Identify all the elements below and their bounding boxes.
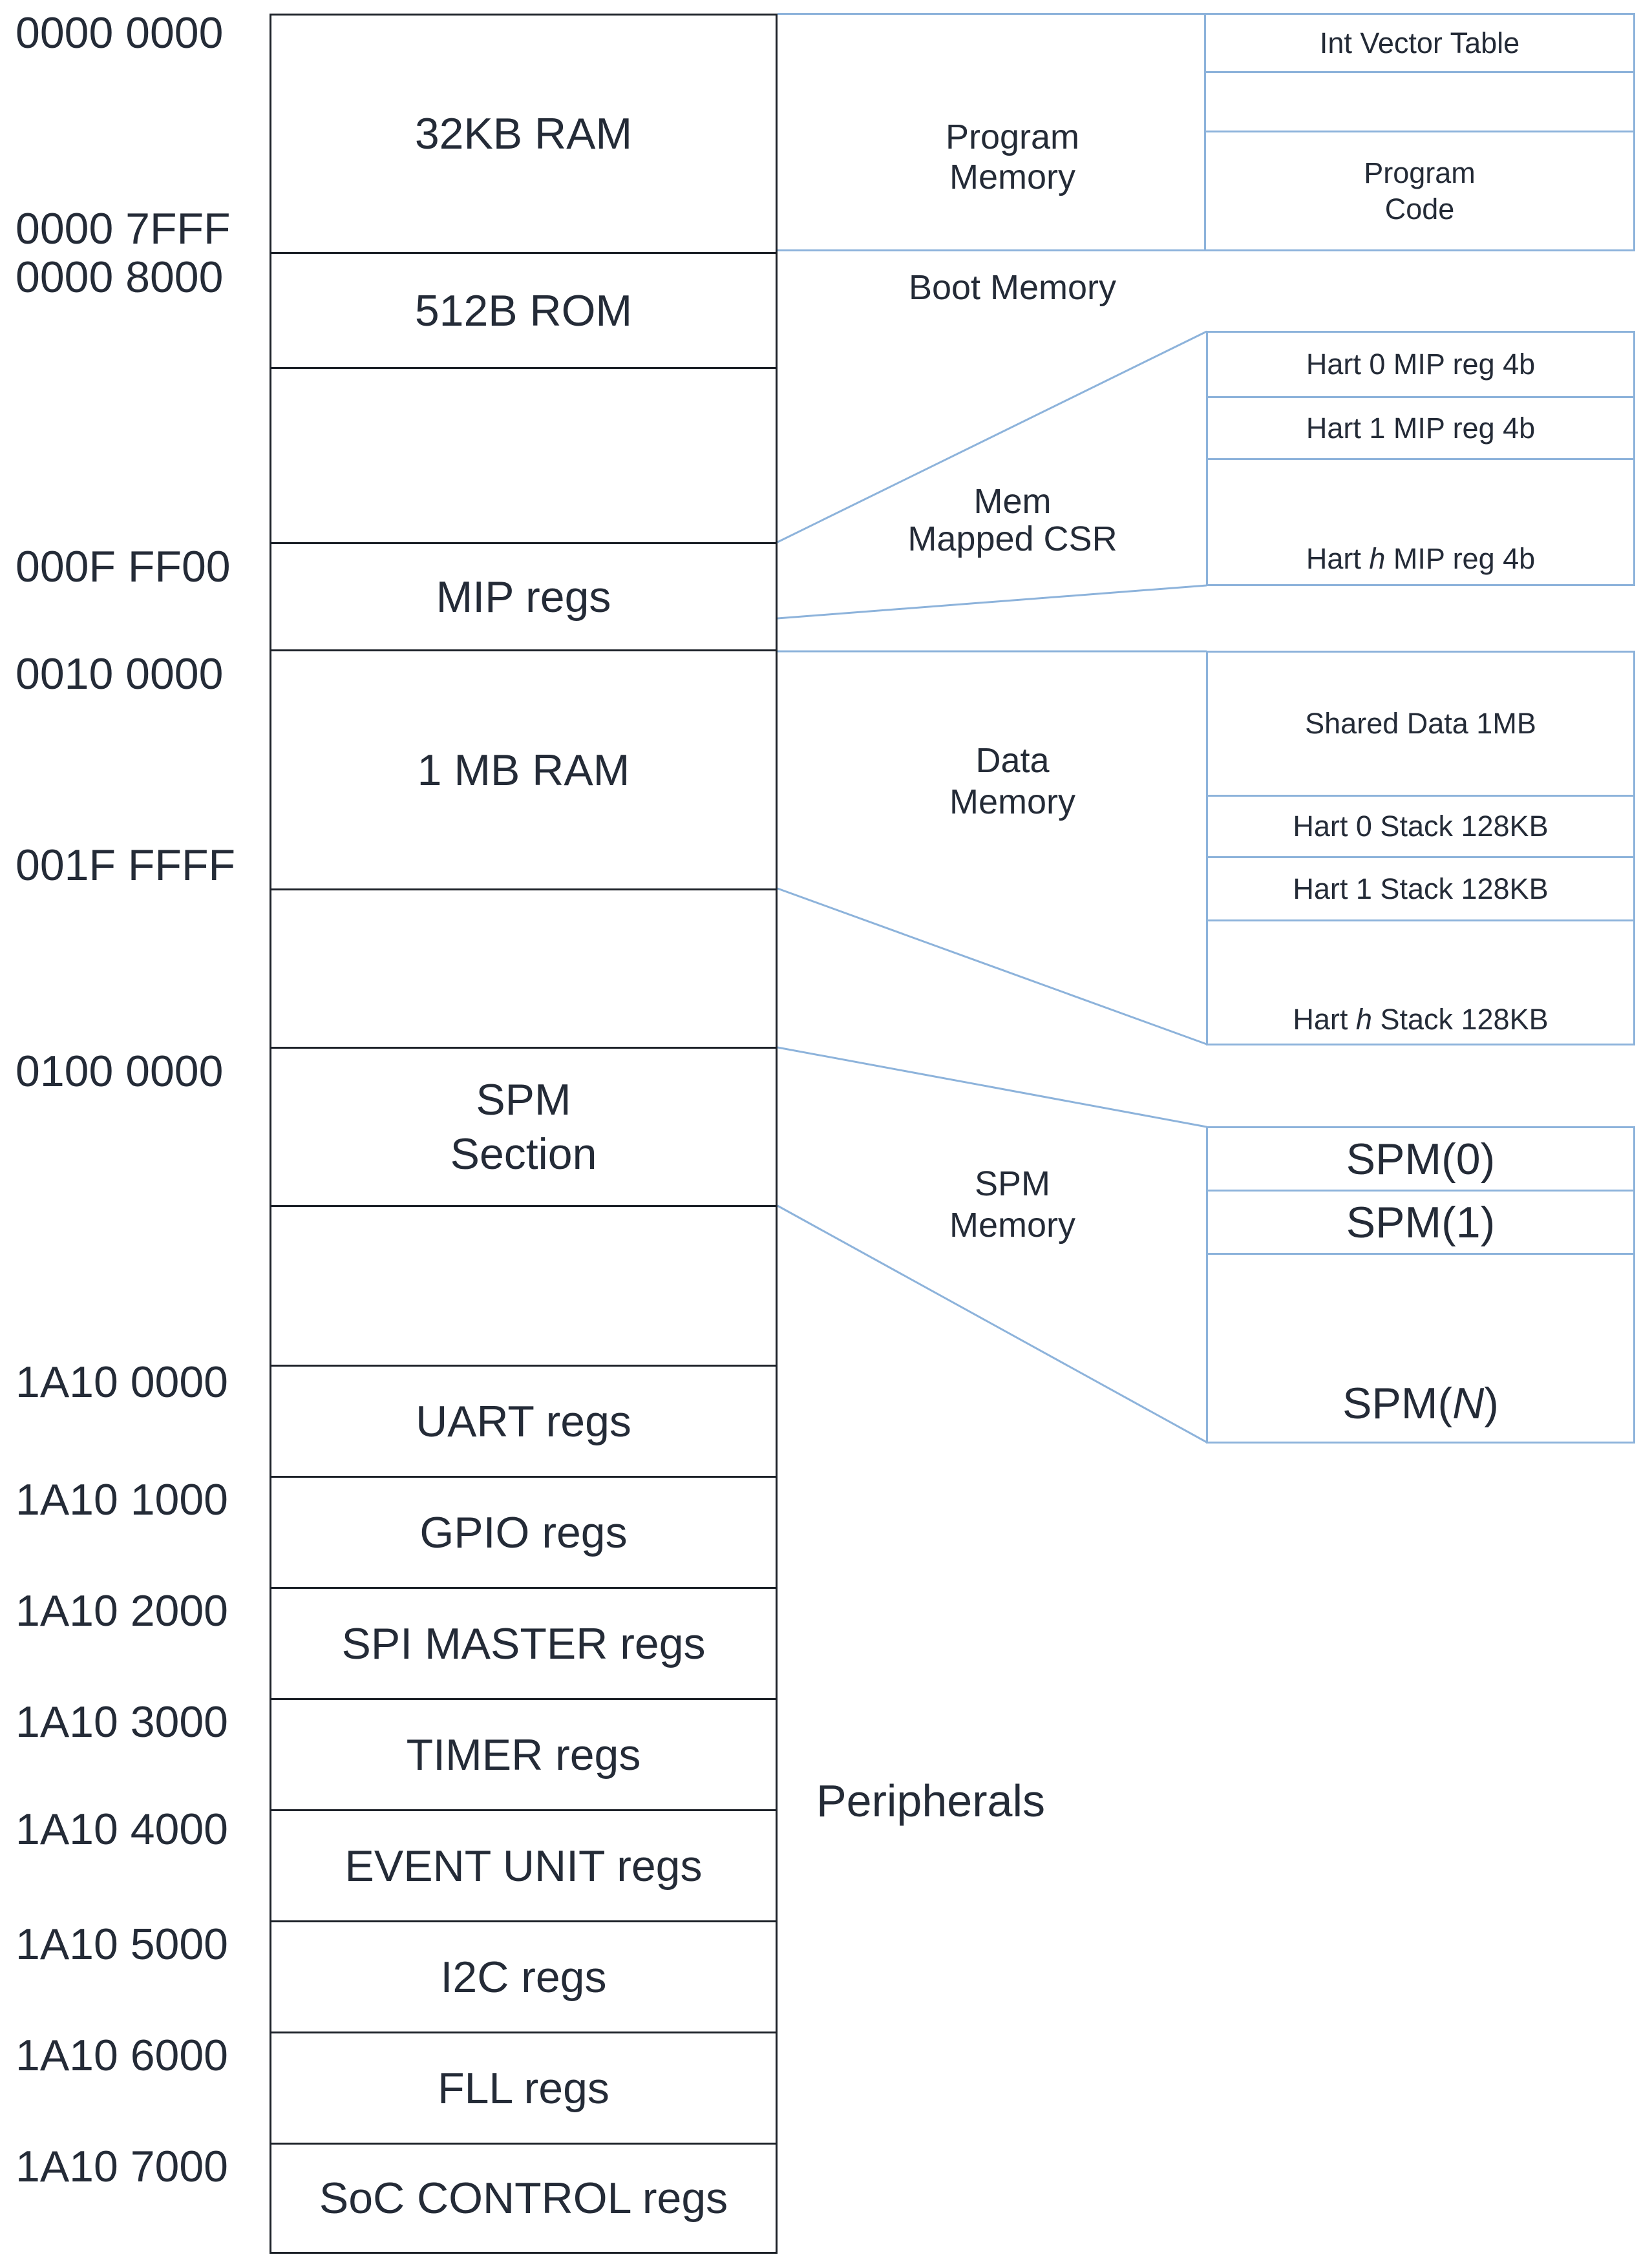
label-program-memory: Program Memory bbox=[945, 118, 1080, 196]
detail-row-spm1: SPM(1) bbox=[1208, 1192, 1633, 1255]
detail-row-hart1-stack: Hart 1 Stack 128KB bbox=[1208, 858, 1633, 921]
address-label: 1A10 1000 bbox=[16, 1475, 228, 1524]
detail-row-shared-data: Shared Data 1MB bbox=[1208, 653, 1633, 797]
funnel-line-mip-bottom bbox=[777, 584, 1207, 620]
address-label: 0100 0000 bbox=[16, 1047, 224, 1096]
detail-row-int-vector-table: Int Vector Table bbox=[1206, 15, 1633, 73]
region-row-32kb-ram: 32KB RAM bbox=[414, 109, 633, 158]
address-label: 1A10 2000 bbox=[16, 1586, 228, 1635]
spmn-label: SPM(N) bbox=[1342, 1379, 1499, 1428]
detail-row-empty bbox=[1206, 73, 1633, 132]
address-label: 0000 0000 bbox=[16, 8, 224, 58]
detail-row-spm0: SPM(0) bbox=[1208, 1128, 1633, 1192]
address-label: 1A10 7000 bbox=[16, 2142, 228, 2191]
region-row-mip-regs: MIP regs bbox=[271, 542, 776, 649]
address-label: 1A10 6000 bbox=[16, 2031, 228, 2080]
address-label: 0000 8000 bbox=[16, 253, 224, 302]
address-label: 001F FFFF bbox=[16, 841, 236, 890]
label-mem-mapped-csr: Mem Mapped CSR bbox=[907, 482, 1117, 558]
region-row-fll-regs: FLL regs bbox=[271, 2032, 776, 2143]
funnel-line-spm-top bbox=[777, 1046, 1207, 1128]
label-spm-memory: SPM Memory bbox=[949, 1164, 1075, 1244]
label-boot-memory: Boot Memory bbox=[908, 268, 1117, 307]
region-row-reserved-1 bbox=[271, 367, 776, 542]
address-label: 0010 0000 bbox=[16, 649, 224, 698]
address-label: 1A10 0000 bbox=[16, 1358, 228, 1407]
detail-row-hart0-mip: Hart 0 MIP reg 4b bbox=[1208, 333, 1633, 398]
funnel-line-data-bottom bbox=[777, 887, 1207, 1045]
mip-detail-table: Hart 0 MIP reg 4b Hart 1 MIP reg 4b Hart… bbox=[1206, 331, 1635, 586]
data-memory-detail-table: Shared Data 1MB Hart 0 Stack 128KB Hart … bbox=[1206, 651, 1635, 1045]
memory-map-column: 32KB RAM 512B ROM MIP regs 1 MB RAM SPM … bbox=[270, 14, 778, 2254]
address-label: 1A10 3000 bbox=[16, 1697, 228, 1747]
detail-row-hart0-stack: Hart 0 Stack 128KB bbox=[1208, 797, 1633, 858]
detail-row-program-code: Program Code bbox=[1364, 156, 1476, 226]
detail-row-harth-stack: Hart h Stack 128KB bbox=[1208, 921, 1633, 1044]
region-row-timer-regs: TIMER regs bbox=[271, 1698, 776, 1809]
region-row-spm-section: SPM Section bbox=[271, 1047, 776, 1205]
label-data-memory: Data Memory bbox=[949, 741, 1075, 821]
region-row-soc-control-regs: SoC CONTROL regs bbox=[271, 2143, 776, 2252]
program-memory-region: Int Vector Table Program Code bbox=[778, 13, 1635, 251]
harth-mip-label: Hart h MIP reg 4b bbox=[1306, 542, 1536, 575]
program-memory-detail-table: Int Vector Table Program Code bbox=[1204, 15, 1633, 249]
address-label: 0000 7FFF bbox=[16, 204, 231, 253]
region-row-reserved-2 bbox=[271, 888, 776, 1047]
harth-stack-label: Hart h Stack 128KB bbox=[1293, 1003, 1549, 1036]
spm-detail-table: SPM(0) SPM(1) SPM(N) bbox=[1206, 1126, 1635, 1444]
region-row-gpio-regs: GPIO regs bbox=[271, 1476, 776, 1587]
detail-row-hart1-mip: Hart 1 MIP reg 4b bbox=[1208, 398, 1633, 460]
region-row-reserved-3 bbox=[271, 1205, 776, 1365]
region-row-i2c-regs: I2C regs bbox=[271, 1920, 776, 2032]
detail-row-spmn: SPM(N) bbox=[1208, 1255, 1633, 1442]
label-peripherals: Peripherals bbox=[816, 1776, 1046, 1826]
address-label: 1A10 4000 bbox=[16, 1805, 228, 1854]
region-row-512b-rom: 512B ROM bbox=[271, 252, 776, 367]
region-row-1mb-ram: 1 MB RAM bbox=[271, 649, 776, 888]
region-row-uart-regs: UART regs bbox=[271, 1365, 776, 1476]
address-label: 1A10 5000 bbox=[16, 1920, 228, 1969]
region-row-spi-master-regs: SPI MASTER regs bbox=[271, 1587, 776, 1698]
address-label: 000F FF00 bbox=[16, 542, 231, 591]
detail-row-harth-mip: Hart h MIP reg 4b bbox=[1208, 460, 1633, 584]
region-row-event-unit-regs: EVENT UNIT regs bbox=[271, 1809, 776, 1920]
